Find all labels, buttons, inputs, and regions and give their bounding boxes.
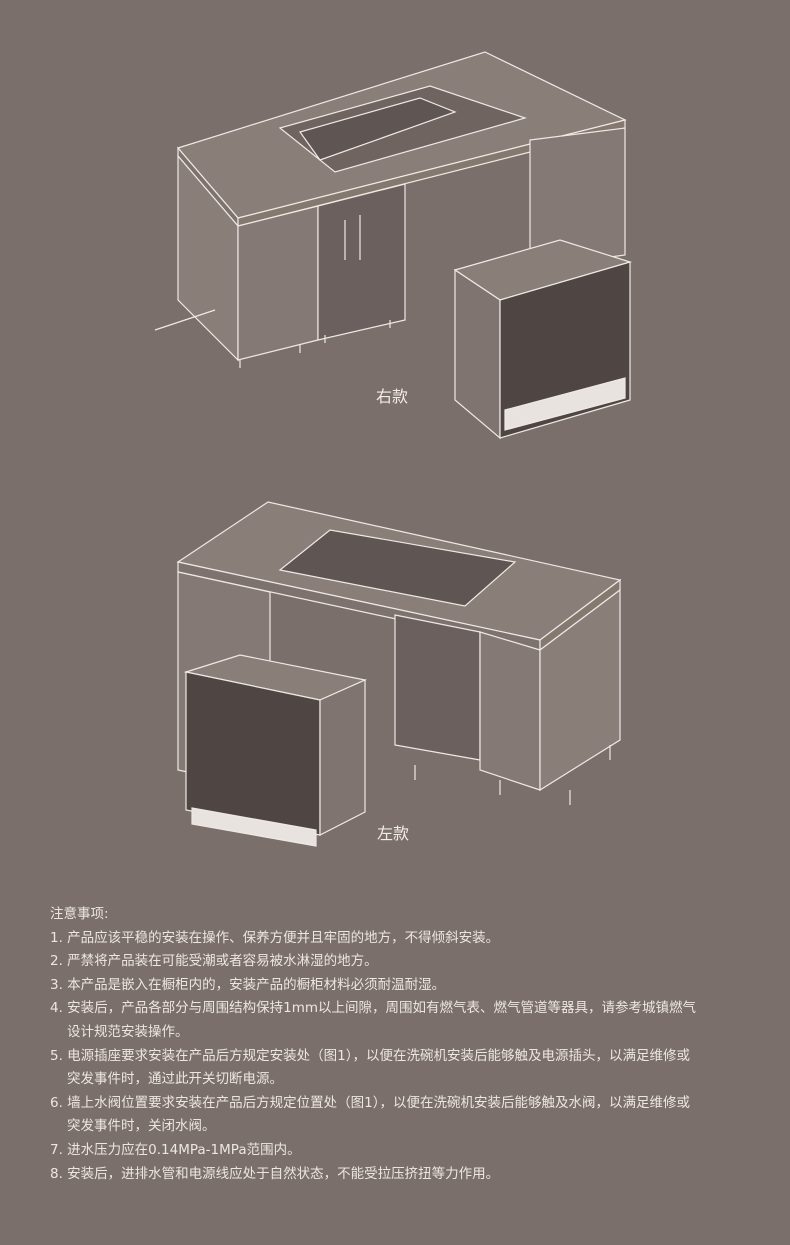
left-model-illustration — [0, 490, 790, 850]
installation-notes: 注意事项: 1. 产品应该平稳的安装在操作、保养方便并且牢固的地方，不得倾斜安装… — [50, 903, 770, 1186]
notes-title: 注意事项: — [50, 906, 109, 922]
note-item-5-cont: 突发事件时，通过此开关切断电源。 — [67, 1071, 283, 1088]
note-item-8: 8. 安装后，进排水管和电源线应处于自然状态，不能受拉压挤扭等力作用。 — [50, 1165, 500, 1182]
note-item-4-cont: 设计规范安装操作。 — [67, 1023, 189, 1040]
right-model-caption: 右款 — [376, 387, 409, 406]
note-item-2: 2. 严禁将产品装在可能受潮或者容易被水淋湿的地方。 — [50, 953, 378, 970]
note-item-3: 3. 本产品是嵌入在橱柜内的，安装产品的橱柜材料必须耐温耐湿。 — [50, 976, 446, 993]
note-item-6: 6. 墙上水阀位置要求安装在产品后方规定位置处（图1），以便在洗碗机安装后能够触… — [50, 1094, 691, 1111]
note-item-5: 5. 电源插座要求安装在产品后方规定安装处（图1），以便在洗碗机安装后能够触及电… — [50, 1047, 691, 1064]
note-item-6-cont: 突发事件时，关闭水阀。 — [67, 1118, 216, 1135]
note-item-1: 1. 产品应该平稳的安装在操作、保养方便并且牢固的地方，不得倾斜安装。 — [50, 929, 500, 946]
right-model-illustration — [0, 0, 790, 450]
left-model-caption: 左款 — [377, 824, 410, 843]
note-item-4: 4. 安装后，产品各部分与周围结构保持1mm以上间隙，周围如有燃气表、燃气管道等… — [50, 1000, 697, 1017]
note-item-7: 7. 进水压力应在0.14MPa-1MPa范围内。 — [50, 1141, 301, 1158]
